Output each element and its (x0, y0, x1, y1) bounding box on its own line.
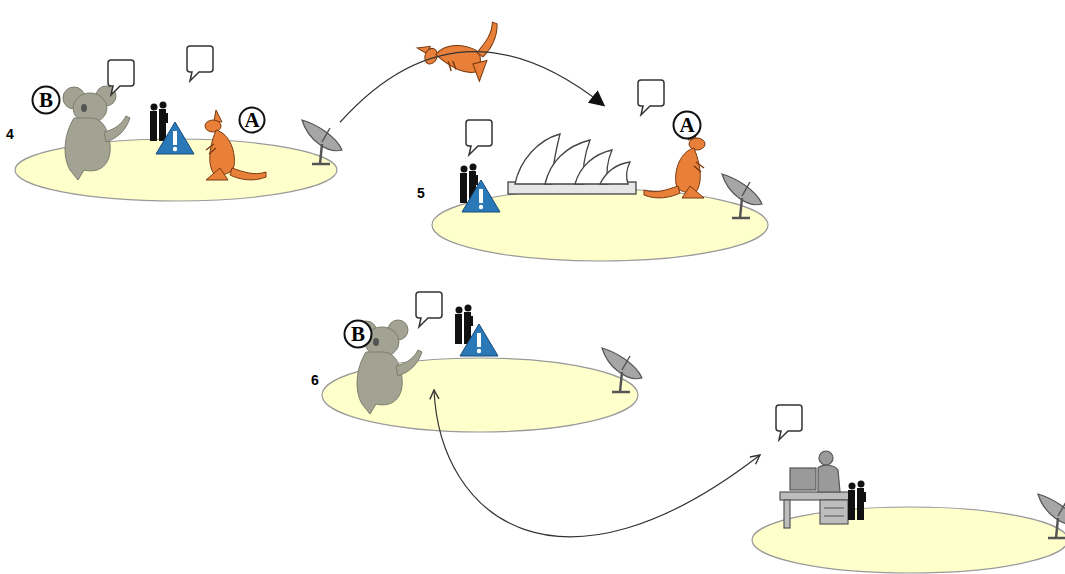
actor-letter: A (238, 106, 266, 134)
platform-ellipse (410, 105, 775, 265)
platform: 4 B A (5, 82, 340, 204)
platform: 6B (305, 314, 645, 436)
actor-circle: A (672, 110, 702, 140)
actor-letter: B (31, 85, 61, 115)
actor-letter: B (343, 319, 373, 349)
step-number: 5 (417, 185, 425, 201)
actor-circle: B (343, 319, 373, 349)
platform: 5A (410, 105, 775, 265)
actor-letter: A (672, 110, 702, 140)
actor-circle: B (31, 85, 61, 115)
move-arrow (340, 52, 603, 123)
actor-circle: A (238, 106, 266, 134)
step-number: 4 (6, 126, 14, 142)
step-number: 6 (311, 372, 319, 388)
